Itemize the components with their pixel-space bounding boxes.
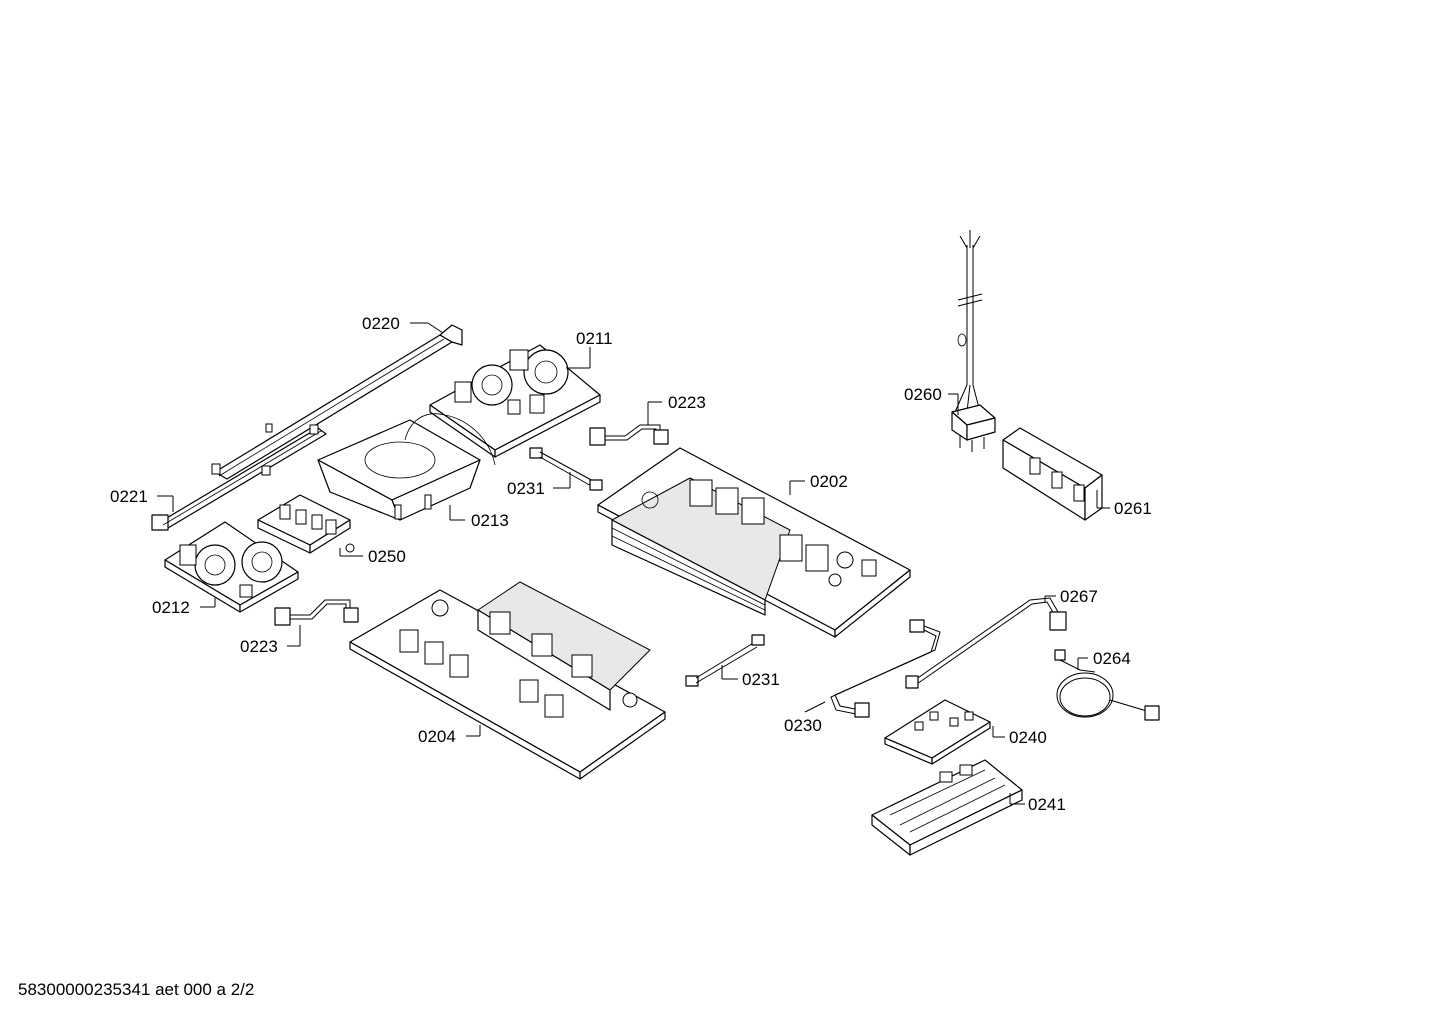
label-0264: 0264 xyxy=(1093,649,1131,668)
part-0230-cable[interactable] xyxy=(830,619,941,718)
label-0267: 0267 xyxy=(1060,587,1098,606)
label-0223-bottom: 0223 xyxy=(240,637,278,656)
part-labels: 0220 0211 0223 0260 0221 0231 0202 0213 … xyxy=(110,314,1152,814)
part-0204-power-board[interactable] xyxy=(349,581,666,780)
part-0223-cable-top[interactable] xyxy=(589,424,669,446)
label-0211: 0211 xyxy=(576,329,613,348)
part-0240-control-board[interactable] xyxy=(884,699,991,765)
part-0231-cable-top[interactable] xyxy=(529,447,603,491)
part-0261-terminal-cover[interactable] xyxy=(1002,427,1103,521)
part-0221-rail[interactable] xyxy=(151,424,327,531)
part-0260-mains-terminal[interactable] xyxy=(951,230,996,452)
leader-lines xyxy=(157,322,1110,805)
part-0202-power-board[interactable] xyxy=(597,447,911,638)
part-0211-filter-board[interactable] xyxy=(429,344,601,458)
drawing-footer-id: 58300000235341 aet 000 a 2/2 xyxy=(18,980,255,999)
label-0220: 0220 xyxy=(362,314,400,333)
part-0241-control-frame[interactable] xyxy=(871,759,1023,856)
part-0264-sensor-cable[interactable] xyxy=(1054,649,1160,721)
label-0230: 0230 xyxy=(784,716,822,735)
part-0223-cable-bottom[interactable] xyxy=(274,599,359,626)
label-0223-top: 0223 xyxy=(668,393,706,412)
label-0202: 0202 xyxy=(810,472,848,491)
label-0204: 0204 xyxy=(418,727,456,746)
label-0212: 0212 xyxy=(152,598,190,617)
label-0260: 0260 xyxy=(904,385,942,404)
label-0221: 0221 xyxy=(110,487,148,506)
label-0241: 0241 xyxy=(1028,795,1066,814)
part-0267-cable[interactable] xyxy=(905,597,1067,689)
label-0250: 0250 xyxy=(368,547,406,566)
label-0213: 0213 xyxy=(471,511,509,530)
label-0231-top: 0231 xyxy=(507,479,545,498)
part-0212-filter-board[interactable] xyxy=(164,521,299,613)
label-0240: 0240 xyxy=(1009,728,1047,747)
part-0220-rail[interactable] xyxy=(211,324,463,480)
part-0213-induction-coil[interactable] xyxy=(317,413,496,521)
part-0250-relay-block[interactable] xyxy=(257,494,355,554)
part-0231-cable-bottom[interactable] xyxy=(685,634,765,687)
label-0231-bottom: 0231 xyxy=(742,670,780,689)
label-0261: 0261 xyxy=(1114,499,1152,518)
